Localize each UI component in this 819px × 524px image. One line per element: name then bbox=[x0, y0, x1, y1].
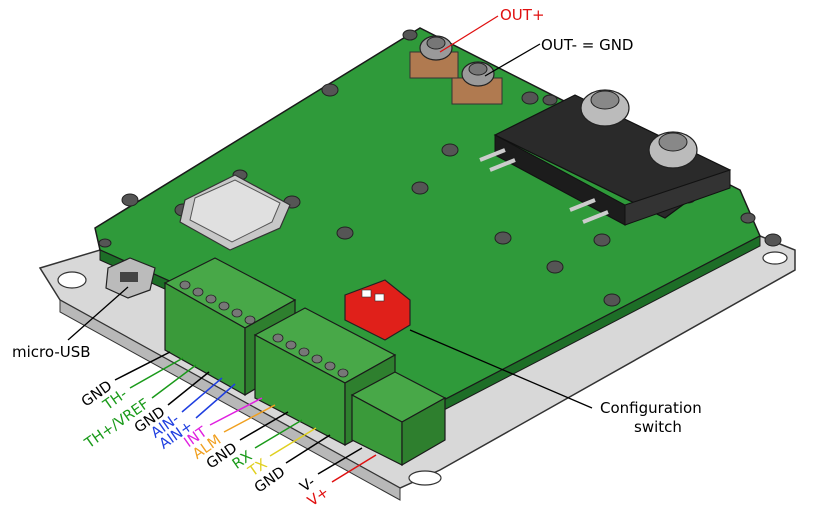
micro-usb-port bbox=[105, 257, 156, 299]
micro-usb-label: micro-USB bbox=[12, 343, 91, 361]
grey-pad bbox=[179, 174, 291, 251]
out-plus-label: OUT+ bbox=[500, 6, 545, 24]
terminal-block-right bbox=[350, 371, 447, 467]
output-terminals bbox=[409, 35, 503, 105]
power-module bbox=[479, 89, 732, 226]
out-minus-leader bbox=[484, 43, 541, 77]
out-plus-leader bbox=[439, 15, 499, 53]
configuration-dip-switch bbox=[344, 279, 411, 341]
pin-leaders bbox=[114, 351, 377, 483]
config-switch-label-line1: Configuration bbox=[600, 399, 702, 417]
micro-usb-leader bbox=[67, 286, 129, 341]
config-switch-label-line2: switch bbox=[634, 418, 682, 436]
callout-leaders bbox=[67, 15, 593, 409]
config-leader bbox=[409, 329, 593, 409]
out-minus-label: OUT- = GND bbox=[541, 36, 633, 54]
